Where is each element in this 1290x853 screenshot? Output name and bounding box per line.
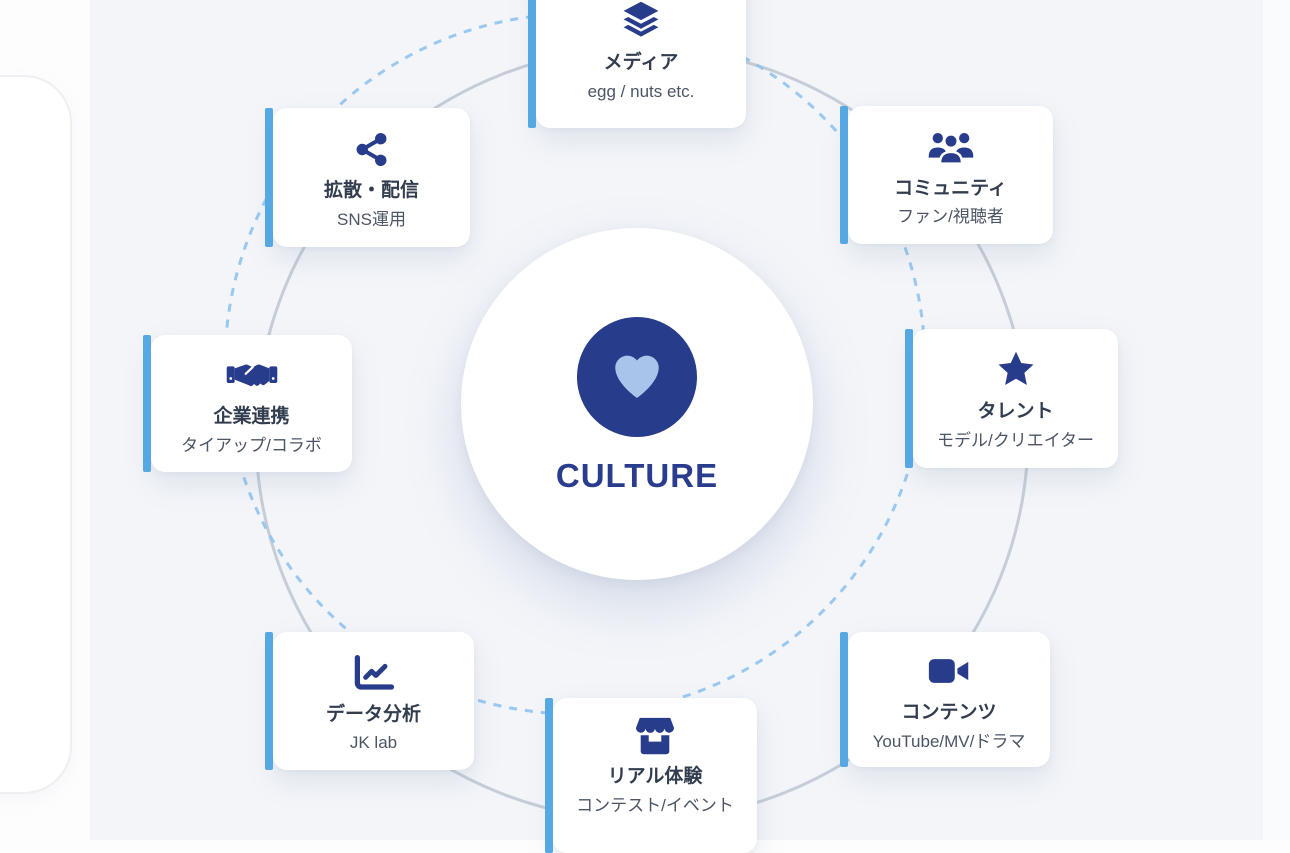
card-title: コンテンツ [901, 702, 997, 723]
center-hub: CULTURE [461, 228, 813, 580]
card-subtitle: egg / nuts etc. [587, 81, 695, 101]
card-title: 拡散・配信 [323, 180, 419, 201]
center-label: CULTURE [555, 457, 719, 494]
card-accent-bar [840, 632, 848, 767]
previous-slide-edge [0, 75, 72, 794]
card-accent-bar [840, 106, 848, 244]
card-spread: 拡散・配信 SNS運用 [265, 108, 470, 247]
card-media: メディア egg / nuts etc. [528, 0, 746, 128]
card-title: データ分析 [325, 703, 421, 725]
card-real: リアル体験 コンテスト/イベント [545, 698, 757, 853]
card-data: データ分析 JK lab [265, 632, 474, 770]
card-subtitle: コンテスト/イベント [576, 795, 734, 815]
card-community: コミュニティ ファン/視聴者 [840, 106, 1053, 244]
card-accent-bar [265, 108, 273, 247]
card-accent-bar [143, 335, 151, 472]
right-edge-strip [1263, 0, 1290, 840]
card-talent: タレント モデル/クリエイター [905, 329, 1118, 468]
handshake-icon [226, 351, 278, 399]
card-subtitle: SNS運用 [337, 209, 406, 229]
chart-line-icon [353, 649, 395, 697]
card-subtitle: ファン/視聴者 [897, 207, 1004, 227]
card-accent-bar [905, 329, 913, 468]
card-title: リアル体験 [607, 766, 703, 787]
card-subtitle: タイアップ/コラボ [181, 435, 322, 455]
card-accent-bar [545, 698, 553, 853]
heart-icon [608, 348, 666, 407]
card-contents: コンテンツ YouTube/MV/ドラマ [840, 632, 1050, 767]
card-title: タレント [977, 401, 1054, 422]
store-icon [632, 711, 678, 759]
card-title: メディア [603, 52, 679, 73]
card-corporate: 企業連携 タイアップ/コラボ [143, 335, 352, 472]
card-accent-bar [528, 0, 536, 128]
users-icon [927, 123, 975, 171]
card-title: 企業連携 [213, 406, 290, 427]
video-camera-icon [928, 647, 970, 695]
card-accent-bar [265, 632, 273, 770]
card-title: コミュニティ [894, 177, 1007, 199]
card-subtitle: モデル/クリエイター [936, 430, 1095, 450]
card-subtitle: JK lab [349, 733, 398, 753]
layers-icon [619, 0, 663, 45]
share-nodes-icon [353, 125, 390, 173]
card-subtitle: YouTube/MV/ドラマ [872, 731, 1026, 751]
star-icon [995, 346, 1037, 394]
heart-badge [577, 317, 697, 437]
